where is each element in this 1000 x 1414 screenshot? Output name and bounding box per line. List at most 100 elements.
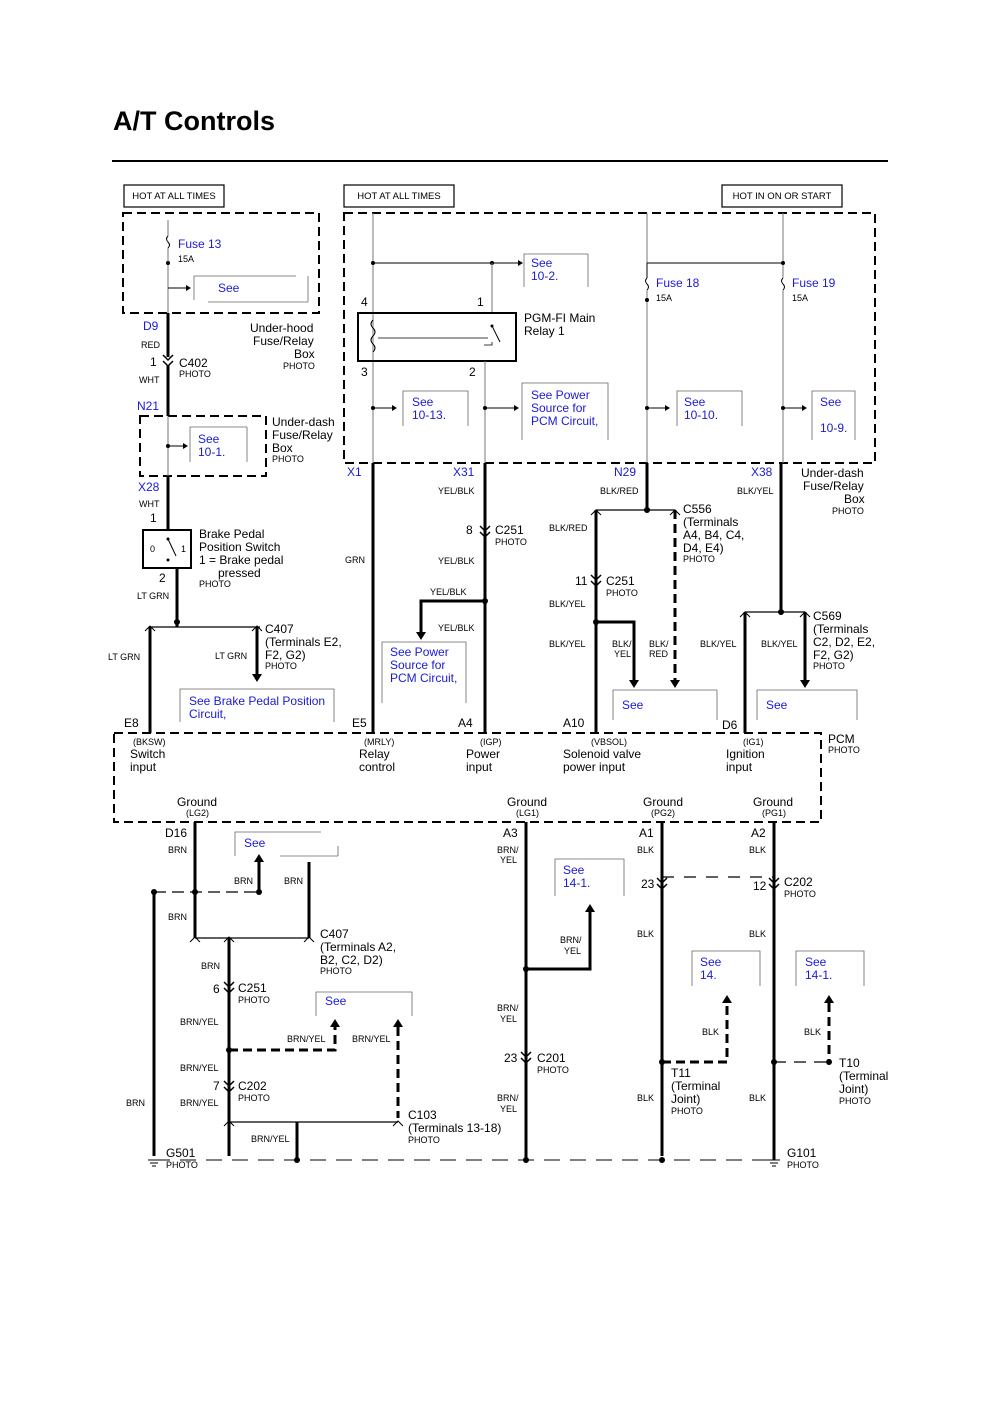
c103-photo: PHOTO: [408, 1135, 440, 1145]
c569-1: C569: [813, 609, 842, 623]
ground-2-code: (PG2): [651, 808, 675, 818]
see-ref-10-10[interactable]: See 10-10.: [676, 390, 743, 426]
pcm-input-2-line2: input: [466, 760, 493, 774]
see-ref-mid-1-text: See: [622, 698, 644, 712]
see-ref-14-1-mid[interactable]: See 14-1.: [554, 858, 625, 896]
c556-4: D4, E4): [683, 541, 724, 555]
pcm-input-solenoid: (VBSOL) Solenoid valve power input: [563, 737, 641, 774]
connector-c251-6: 6 C251 PHOTO: [213, 981, 270, 1005]
c201-name: C201: [537, 1051, 566, 1065]
see-ref-power-source-mid[interactable]: See Power Source for PCM Circuit,: [381, 641, 467, 703]
see-ref-brake-pedal[interactable]: See Brake Pedal Position Circuit,: [179, 688, 335, 722]
wire-label-wht-1: WHT: [139, 375, 160, 385]
see-ref-bottom-1[interactable]: See: [234, 831, 339, 857]
connector-c202-7: 7 C202 PHOTO: [213, 1079, 270, 1103]
wire-label-red: RED: [141, 340, 161, 350]
pcm-input-3-code: (VBSOL): [591, 737, 627, 747]
wire-label-brn-3: BRN: [284, 876, 303, 886]
wire-label-blk-yel-split-1: BLK/: [612, 639, 632, 649]
c407-bot-photo: PHOTO: [320, 966, 352, 976]
see-ref-power-source-top[interactable]: See Power Source for PCM Circuit,: [521, 382, 609, 440]
wire-label-yel-blk-3: YEL/BLK: [430, 587, 467, 597]
relay-pin-2: 2: [469, 365, 476, 379]
brake-switch-label-4: pressed: [218, 566, 261, 580]
underdash-left-label-3: Box: [272, 441, 293, 455]
connector-c251-8: 8 C251 PHOTO: [466, 523, 527, 547]
pcm-input-4-line2: input: [726, 760, 753, 774]
wire-label-brn-4: BRN: [168, 912, 187, 922]
ground-g501: G501 PHOTO: [148, 1146, 198, 1170]
underdash-right-label-2: Fuse/Relay: [803, 479, 864, 493]
see-14-1-mid-line2: 14-1.: [563, 876, 590, 890]
see-ref-10-2[interactable]: See 10-2.: [523, 253, 589, 287]
see-ref-mid-1[interactable]: See: [612, 689, 718, 720]
wire-label-blk-yel-2: BLK/YEL: [549, 639, 586, 649]
see-ref-bottom-1-text: See: [244, 836, 266, 850]
t11-2: (Terminal: [671, 1079, 720, 1093]
wire-label-yel-blk-4: YEL/BLK: [438, 623, 475, 633]
fuse-13-amp: 15A: [178, 254, 194, 264]
see-ref-14-1-right[interactable]: See 14-1.: [795, 950, 865, 986]
g101-photo: PHOTO: [787, 1160, 819, 1170]
see-ref-10-9[interactable]: See 10-9.: [811, 390, 856, 440]
c556-3: A4, B4, C4,: [683, 528, 744, 542]
see-bpp-line2: Circuit,: [189, 707, 226, 721]
relay-pin-1: 1: [477, 295, 484, 309]
wire-label-grn: GRN: [345, 555, 365, 565]
wire-label-blk-yel-4: BLK/YEL: [700, 639, 737, 649]
c402-name: C402: [179, 356, 208, 370]
c569-2: (Terminals: [813, 622, 868, 636]
wire-label-brn-1: BRN: [168, 845, 187, 855]
fuse-18-amp: 15A: [656, 293, 672, 303]
fuse-18: Fuse 18 15A: [645, 213, 700, 463]
c407-top-photo: PHOTO: [265, 661, 297, 671]
see-ps-mid-line3: PCM Circuit,: [390, 671, 457, 685]
wire-label-lt-grn-3: LT GRN: [215, 651, 247, 661]
terminal-d6: D6: [722, 718, 738, 732]
connector-c407-top: C407 (Terminals E2, F2, G2) PHOTO: [265, 622, 342, 671]
wire-label-brn-g501: BRN: [126, 1098, 145, 1108]
terminal-n29: N29: [614, 465, 636, 479]
see-ref-bottom-2[interactable]: See: [315, 991, 413, 1016]
wire-label-yel-blk-2: YEL/BLK: [438, 556, 475, 566]
see-ref-14[interactable]: See 14.: [691, 950, 761, 986]
terminal-a1: A1: [639, 826, 654, 840]
brake-switch-label-3: 1 = Brake pedal: [199, 553, 283, 567]
g501-photo: PHOTO: [166, 1160, 198, 1170]
connector-c202-12: 12 C202 PHOTO: [753, 875, 816, 899]
t10-photo: PHOTO: [839, 1096, 871, 1106]
see-ref-10-13[interactable]: See 10-13.: [402, 390, 469, 426]
see-ref-10-1[interactable]: See 10-1.: [189, 426, 248, 462]
c251-photo-3: PHOTO: [238, 995, 270, 1005]
see-ref-fuse13[interactable]: See: [193, 275, 309, 303]
c103-1: C103: [408, 1108, 437, 1122]
hot-label-mid: HOT AT ALL TIMES: [343, 184, 455, 208]
wire-label-blk-red-split-1: BLK/: [649, 639, 669, 649]
pcm-input-0-line1: Switch: [130, 747, 165, 761]
pcm-input-4-code: (IG1): [743, 737, 764, 747]
pcm-input-2-code: (IGP): [480, 737, 502, 747]
joint-t10: T10 (Terminal Joint) PHOTO: [839, 1056, 888, 1106]
g501-name: G501: [166, 1146, 196, 1160]
wire-label-brn-yel-split-1a: BRN/: [497, 845, 519, 855]
pcm-ground-lg1: Ground (LG1): [507, 795, 547, 818]
ground-g101: G101 PHOTO: [768, 1146, 819, 1170]
c202-pin-12: 12: [753, 879, 767, 893]
c251-pin-8: 8: [466, 523, 473, 537]
connector-c569: C569 (Terminals C2, D2, E2, F2, G2) PHOT…: [813, 609, 875, 671]
pcm-ground-lg2: Ground (LG2): [177, 795, 217, 818]
see-10-13-line2: 10-13.: [412, 408, 446, 422]
connector-c407-bottom: C407 (Terminals A2, B2, C2, D2) PHOTO: [320, 927, 396, 976]
wire-label-blk-yel-split-2: YEL: [614, 649, 631, 659]
wire-label-blk-yel-1: BLK/YEL: [549, 599, 586, 609]
wire-label-brn-yel-3: BRN/YEL: [352, 1034, 391, 1044]
see-ref-mid-2[interactable]: See: [756, 689, 858, 720]
pcm-box-outline: [113, 732, 822, 823]
c202-pin-23: 23: [641, 877, 655, 891]
c251-pin-6: 6: [213, 982, 220, 996]
wire-label-brn-yel-5: BRN/YEL: [180, 1098, 219, 1108]
pcm-input-1-line2: control: [359, 760, 395, 774]
title-divider: [112, 160, 888, 162]
joint-t11: T11 (Terminal Joint) PHOTO: [671, 1066, 720, 1116]
ground-1-label: Ground: [507, 795, 547, 809]
